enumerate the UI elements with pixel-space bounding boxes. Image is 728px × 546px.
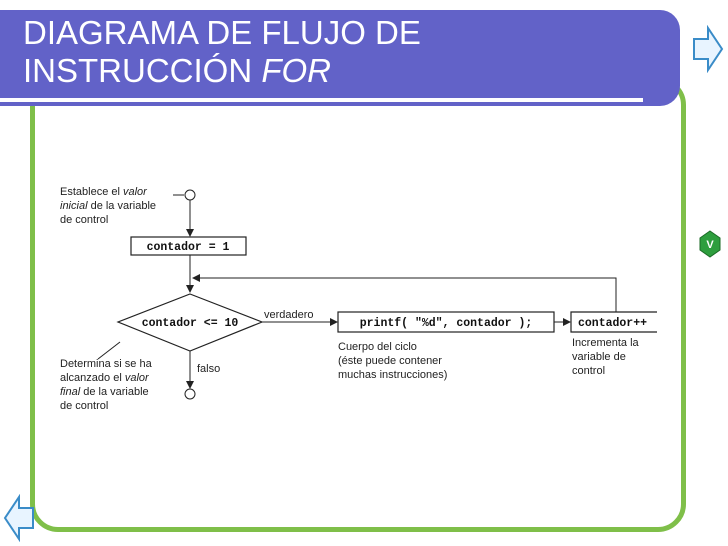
decision-note-connector (97, 341, 121, 360)
increment-box (570, 311, 657, 333)
init-box-label: contador = 1 (147, 241, 230, 254)
increment-note: Incrementa la variable de control (572, 337, 642, 377)
true-label: verdadero (264, 309, 314, 321)
decision-label: contador <= 10 (142, 317, 239, 330)
next-slide-arrow-icon[interactable] (692, 25, 724, 73)
start-node (184, 189, 196, 201)
title-line-1: DIAGRAMA DE FLUJO DE (23, 14, 421, 51)
increment-box-label: contador++ (578, 317, 647, 330)
previous-slide-arrow-icon[interactable] (3, 494, 35, 542)
body-box-label: printf( "%d", contador ); (360, 317, 533, 330)
false-label: falso (197, 363, 220, 375)
title-bar (0, 10, 680, 106)
v-badge-label: V (706, 239, 714, 251)
decision-note: Determina si se ha alcanzado el valor fi… (60, 358, 155, 412)
arrow-loop-back (192, 274, 617, 312)
init-box (130, 236, 247, 256)
end-node (184, 388, 196, 400)
title-line-2-italic: FOR (261, 52, 332, 89)
v-badge[interactable]: V (699, 230, 721, 258)
body-note: Cuerpo del ciclo (éste puede contener mu… (338, 341, 447, 381)
init-note: Establece el valor inicial de la variabl… (60, 186, 159, 226)
title-underline (0, 98, 643, 102)
title-line-2: INSTRUCCIÓN (23, 52, 262, 89)
